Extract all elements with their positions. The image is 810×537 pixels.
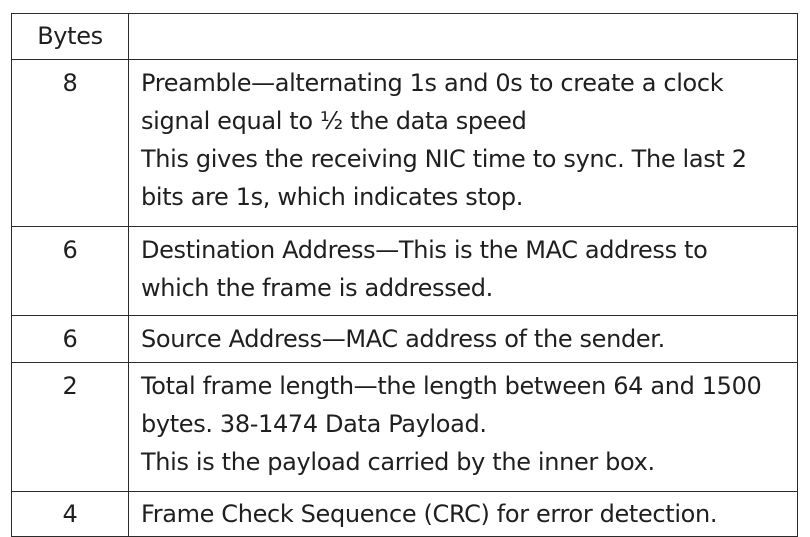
- table-header-row: Bytes: [11, 13, 798, 60]
- bytes-value: 2: [62, 372, 78, 400]
- bytes-value: 8: [62, 69, 78, 97]
- header-bytes-cell: Bytes: [11, 13, 129, 60]
- bytes-value: 6: [62, 236, 78, 264]
- bytes-cell: 8: [11, 59, 129, 227]
- bytes-cell: 6: [11, 226, 129, 316]
- description-line: Destination Address—This is the MAC addr…: [141, 236, 708, 264]
- description-line: Total frame length—the length between 64…: [141, 372, 762, 400]
- description-line: This gives the receiving NIC time to syn…: [141, 145, 747, 173]
- bytes-cell: 4: [11, 491, 129, 537]
- description-line: Frame Check Sequence (CRC) for error det…: [141, 500, 718, 528]
- description-cell: Source Address—MAC address of the sender…: [128, 315, 798, 363]
- table-row-frame-length: 2 Total frame length—the length between …: [11, 362, 798, 492]
- description-line: bytes. 38-1474 Data Payload.: [141, 410, 487, 438]
- bytes-cell: 6: [11, 315, 129, 363]
- bytes-value: 4: [62, 500, 78, 528]
- description-cell: Frame Check Sequence (CRC) for error det…: [128, 491, 798, 537]
- table-row-destination-address: 6 Destination Address—This is the MAC ad…: [11, 226, 798, 316]
- ethernet-frame-table: Bytes 8 Preamble—alternating 1s and 0s t…: [11, 13, 798, 537]
- description-line: Source Address—MAC address of the sender…: [141, 325, 665, 353]
- description-line: signal equal to ½ the data speed: [141, 107, 527, 135]
- bytes-cell: 2: [11, 362, 129, 492]
- description-line: Preamble—alternating 1s and 0s to create…: [141, 69, 724, 97]
- table-row-source-address: 6 Source Address—MAC address of the send…: [11, 315, 798, 363]
- description-line: which the frame is addressed.: [141, 274, 493, 302]
- header-description-cell: [128, 13, 798, 60]
- bytes-value: 6: [62, 325, 78, 353]
- description-cell: Preamble—alternating 1s and 0s to create…: [128, 59, 798, 227]
- description-cell: Total frame length—the length between 64…: [128, 362, 798, 492]
- description-cell: Destination Address—This is the MAC addr…: [128, 226, 798, 316]
- description-line: This is the payload carried by the inner…: [141, 448, 655, 476]
- header-bytes-label: Bytes: [37, 22, 103, 50]
- table-row-frame-check-sequence: 4 Frame Check Sequence (CRC) for error d…: [11, 491, 798, 537]
- table-row-preamble: 8 Preamble—alternating 1s and 0s to crea…: [11, 59, 798, 227]
- description-line: bits are 1s, which indicates stop.: [141, 183, 524, 211]
